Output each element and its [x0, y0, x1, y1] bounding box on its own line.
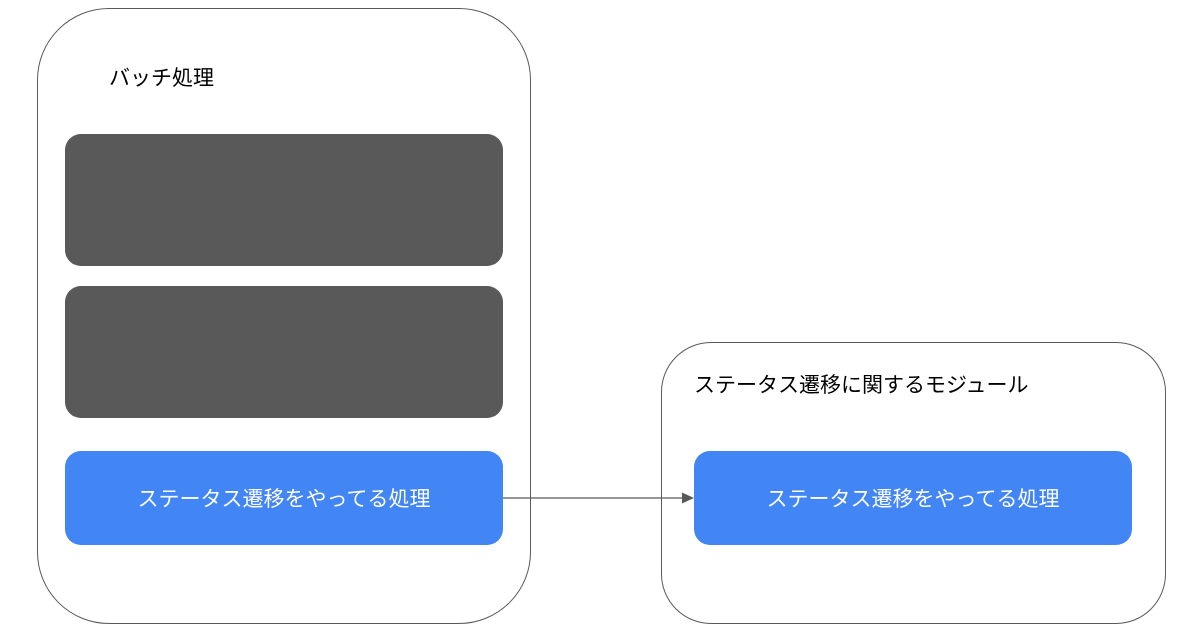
- dark-block: [65, 286, 503, 418]
- batch-status-transition-block: ステータス遷移をやってる処理: [65, 451, 503, 545]
- module-status-transition-label: ステータス遷移をやってる処理: [766, 487, 1060, 511]
- module-title: ステータス遷移に関するモジュール: [694, 373, 1029, 397]
- module-status-transition-block: ステータス遷移をやってる処理: [694, 451, 1132, 545]
- batch-title: バッチ処理: [109, 66, 214, 90]
- batch-status-transition-label: ステータス遷移をやってる処理: [137, 487, 431, 511]
- dark-block: [65, 134, 503, 266]
